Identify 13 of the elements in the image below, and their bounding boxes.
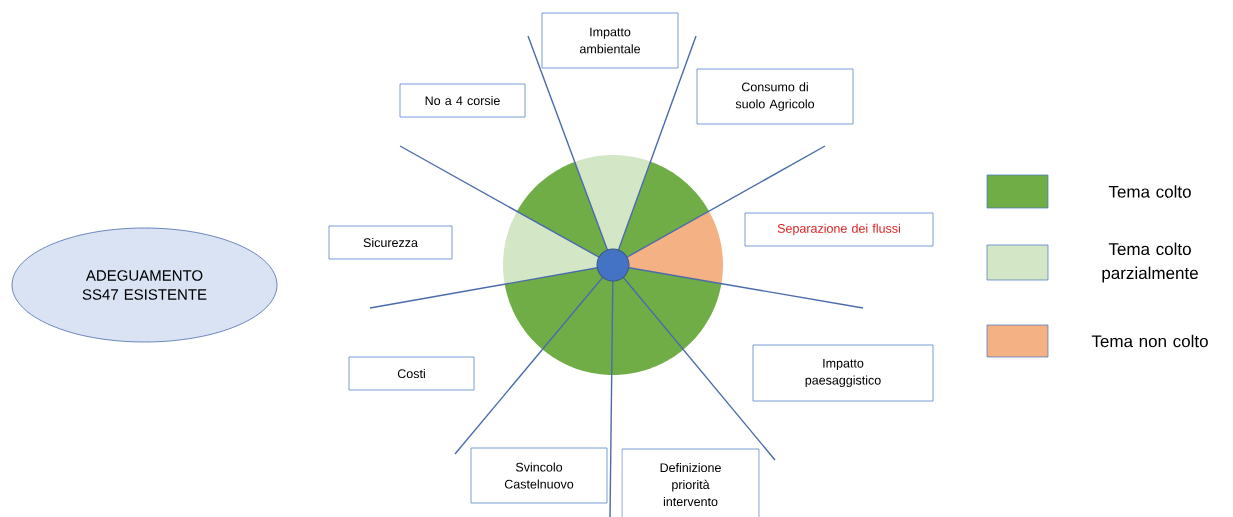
label-box: Sicurezza <box>328 225 453 260</box>
label-box: Impatto ambientale <box>541 12 679 69</box>
legend-label: Tema non colto <box>1091 334 1208 348</box>
label-box: No a 4 corsie <box>399 83 526 118</box>
label-box: Definizione priorità intervento <box>621 448 760 517</box>
legend-label: Tema colto <box>1108 185 1191 198</box>
label-box: Costi <box>348 356 475 391</box>
label-box: Separazione dei flussi <box>744 212 934 247</box>
label-box: Impatto paesaggistico <box>752 344 934 402</box>
ellipse-node: ADEGUAMENTO SS47 ESISTENTE <box>11 227 278 343</box>
label-box: Svincolo Castelnuovo <box>470 447 608 504</box>
label-box: Consumo di suolo Agricolo <box>696 68 854 125</box>
legend-label: Tema colto parzialmente <box>1102 242 1198 283</box>
